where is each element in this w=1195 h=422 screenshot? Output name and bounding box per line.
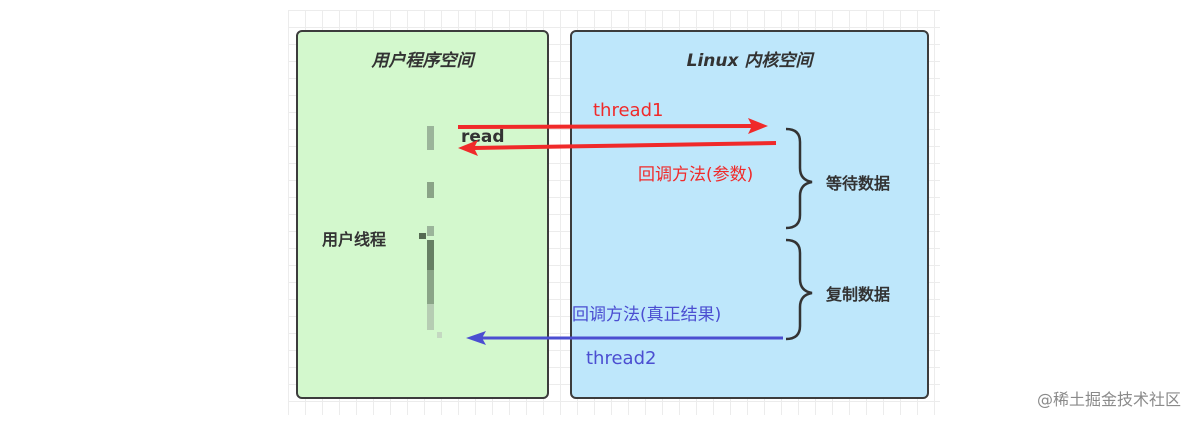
- callback-param-label: 回调方法(参数): [638, 165, 754, 185]
- callback-param-arrow: [458, 140, 777, 156]
- read-label: read: [461, 127, 505, 147]
- wait-data-label: 等待数据: [826, 174, 891, 193]
- thread1-arrow: [457, 118, 768, 134]
- callback-result-arrow: [466, 331, 783, 345]
- user-thread-label: 用户线程: [322, 230, 387, 249]
- user-space-title: 用户程序空间: [371, 51, 474, 71]
- wait-data-brace: [785, 127, 813, 230]
- copy-data-brace: [785, 238, 813, 341]
- callback-result-label: 回调方法(真正结果): [572, 305, 722, 325]
- copy-data-label: 复制数据: [826, 285, 891, 304]
- kernel-space-title: Linux 内核空间: [686, 51, 813, 71]
- thread2-label: thread2: [586, 348, 657, 369]
- thread1-label: thread1: [593, 100, 664, 121]
- watermark: @稀土掘金技术社区: [1036, 390, 1181, 409]
